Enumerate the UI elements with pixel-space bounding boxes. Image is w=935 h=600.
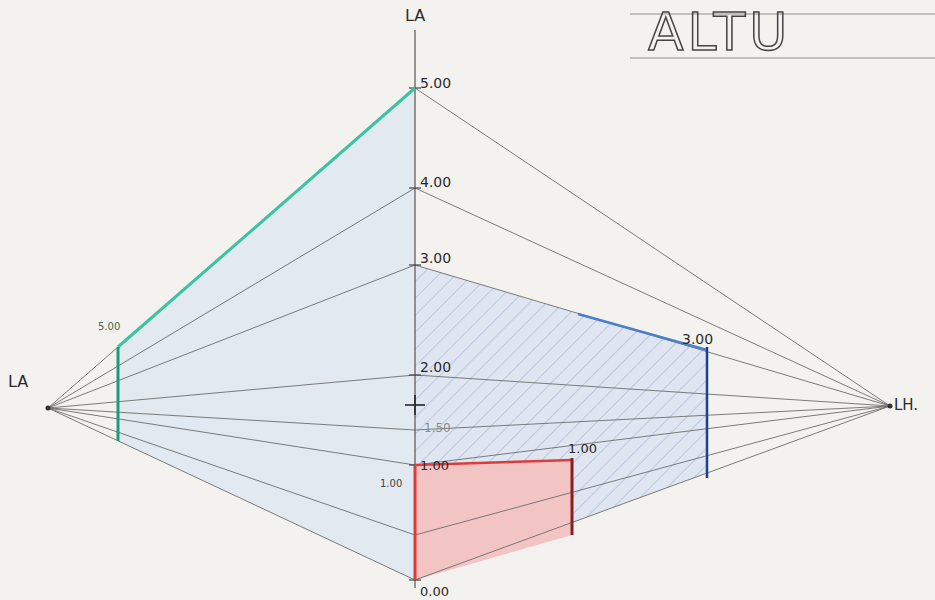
height-value: 1.50 bbox=[424, 422, 451, 434]
vanishing-label: LA bbox=[8, 374, 28, 390]
vanishing-label: LH. bbox=[894, 398, 918, 413]
height-value: 3.00 bbox=[420, 251, 451, 265]
center-cross bbox=[405, 395, 425, 415]
axis-label: LA bbox=[405, 8, 425, 24]
red-edge bbox=[571, 458, 574, 535]
height-line bbox=[414, 30, 415, 588]
vanishing-point bbox=[46, 406, 51, 411]
left-face bbox=[118, 88, 415, 580]
red-edge bbox=[414, 465, 417, 580]
blue-edge bbox=[706, 347, 709, 478]
red-face bbox=[415, 460, 572, 580]
height-value: 2.00 bbox=[420, 360, 451, 374]
vanishing-lines bbox=[48, 88, 890, 580]
title-letters: ALTU bbox=[648, 6, 791, 58]
green-edge bbox=[117, 347, 120, 441]
vanishing-point bbox=[888, 404, 893, 409]
height-value: 4.00 bbox=[420, 175, 451, 189]
height-value: 1.00 bbox=[380, 479, 402, 489]
green-edge bbox=[118, 88, 415, 347]
edge-height: 3.00 bbox=[682, 332, 713, 346]
height-value: 1.00 bbox=[420, 459, 449, 472]
height-value: 0.00 bbox=[420, 585, 449, 598]
height-ticks bbox=[409, 88, 421, 580]
edge-height: 5.00 bbox=[98, 322, 120, 332]
height-value: 5.00 bbox=[420, 76, 451, 90]
edge-height: 1.00 bbox=[568, 442, 597, 455]
